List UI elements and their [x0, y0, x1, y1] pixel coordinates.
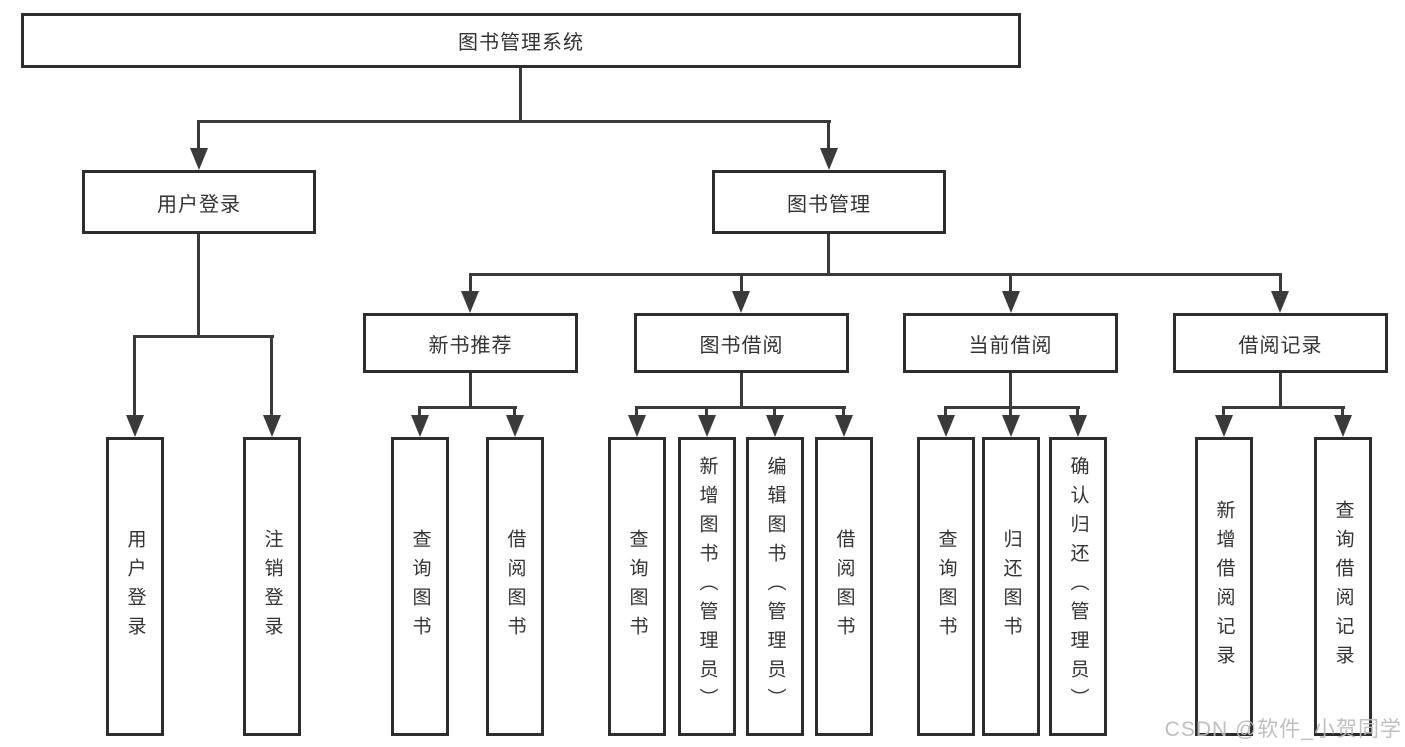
connector-line: [519, 68, 522, 123]
node-label: 新增借阅记录: [1213, 499, 1235, 674]
arrow-down-icon: [506, 415, 524, 437]
arrow-down-icon: [835, 415, 853, 437]
connector-line: [944, 406, 1080, 409]
leaf-query-books-current: 查询图书: [917, 437, 975, 736]
node-label: 图书管理: [787, 193, 871, 216]
node-label: 新增图书（管理员）: [696, 456, 718, 717]
arrow-down-icon: [1271, 291, 1289, 313]
node-label: 图书管理系统: [458, 32, 584, 54]
connector-line: [1222, 406, 1345, 409]
leaf-edit-book-admin: 编辑图书（管理员）: [746, 437, 804, 736]
node-new-book-recommend: 新书推荐: [363, 313, 578, 373]
connector-line: [133, 335, 274, 338]
arrow-down-icon: [1002, 415, 1020, 437]
node-label: 借阅记录: [1238, 334, 1323, 357]
leaf-query-books-recommend: 查询图书: [391, 437, 449, 736]
connector-line: [842, 406, 845, 417]
node-label: 借阅图书: [833, 528, 855, 645]
arrow-down-icon: [461, 291, 479, 313]
connector-line: [418, 406, 517, 409]
leaf-logout: 注销登录: [243, 437, 301, 736]
connector-line: [827, 234, 830, 276]
connector-line: [1009, 406, 1012, 417]
node-current-borrowing: 当前借阅: [903, 313, 1118, 373]
leaf-borrow-books-recommend: 借阅图书: [486, 437, 544, 736]
connector-line: [469, 373, 472, 409]
connector-line: [1076, 406, 1079, 417]
arrow-down-icon: [1069, 415, 1087, 437]
node-label: 查询借阅记录: [1332, 499, 1354, 674]
connector-line: [635, 406, 638, 417]
arrow-down-icon: [698, 415, 716, 437]
arrow-down-icon: [628, 415, 646, 437]
connector-line: [197, 120, 831, 123]
node-book-management: 图书管理: [712, 170, 946, 234]
leaf-return-book: 归还图书: [982, 437, 1040, 736]
connector-line: [418, 406, 421, 417]
node-label: 当前借阅: [968, 334, 1053, 357]
node-label: 查询图书: [409, 528, 431, 645]
arrow-down-icon: [1334, 415, 1352, 437]
connector-line: [197, 234, 200, 337]
connector-line: [827, 120, 830, 150]
connector-line: [1279, 373, 1282, 409]
leaf-query-borrow-record: 查询借阅记录: [1314, 437, 1372, 736]
arrow-down-icon: [820, 148, 838, 170]
node-borrowing-records: 借阅记录: [1173, 313, 1388, 373]
node-label: 用户登录: [124, 528, 146, 645]
arrow-down-icon: [126, 415, 144, 437]
arrow-down-icon: [937, 415, 955, 437]
arrow-down-icon: [190, 148, 208, 170]
connector-line: [197, 120, 200, 150]
node-label: 确认归还（管理员）: [1067, 456, 1089, 717]
connector-line: [1279, 273, 1282, 293]
connector-line: [1009, 373, 1012, 409]
node-label: 图书借阅: [699, 334, 784, 357]
connector-line: [469, 273, 1282, 276]
node-label: 用户登录: [157, 193, 241, 216]
connector-line: [270, 335, 273, 417]
arrow-down-icon: [766, 415, 784, 437]
connector-line: [1222, 406, 1225, 417]
node-label: 新书推荐: [428, 334, 513, 357]
connector-line: [469, 273, 472, 293]
connector-line: [705, 406, 708, 417]
leaf-query-books-borrowing: 查询图书: [608, 437, 666, 736]
connector-line: [635, 406, 846, 409]
arrow-down-icon: [1002, 291, 1020, 313]
connector-line: [513, 406, 516, 417]
leaf-borrow-books-borrowing: 借阅图书: [815, 437, 873, 736]
node-user-login: 用户登录: [82, 170, 316, 234]
arrow-down-icon: [263, 415, 281, 437]
node-label: 查询图书: [626, 528, 648, 645]
connector-line: [773, 406, 776, 417]
connector-line: [944, 406, 947, 417]
node-label: 查询图书: [935, 528, 957, 645]
node-label: 注销登录: [261, 528, 283, 645]
leaf-confirm-return-admin: 确认归还（管理员）: [1049, 437, 1107, 736]
connector-line: [133, 335, 136, 417]
node-label: 归还图书: [1000, 528, 1022, 645]
connector-line: [740, 373, 743, 409]
arrow-down-icon: [732, 291, 750, 313]
connector-line: [1341, 406, 1344, 417]
watermark: CSDN @软件_小贺同学: [1164, 718, 1402, 741]
arrow-down-icon: [1215, 415, 1233, 437]
connector-line: [740, 273, 743, 293]
leaf-add-book-admin: 新增图书（管理员）: [678, 437, 736, 736]
node-label: 借阅图书: [504, 528, 526, 645]
node-root: 图书管理系统: [21, 13, 1021, 68]
leaf-add-borrow-record: 新增借阅记录: [1195, 437, 1253, 736]
leaf-user-login: 用户登录: [106, 437, 164, 736]
connector-line: [1009, 273, 1012, 293]
node-label: 编辑图书（管理员）: [764, 456, 786, 717]
arrow-down-icon: [411, 415, 429, 437]
node-book-borrowing: 图书借阅: [634, 313, 849, 373]
